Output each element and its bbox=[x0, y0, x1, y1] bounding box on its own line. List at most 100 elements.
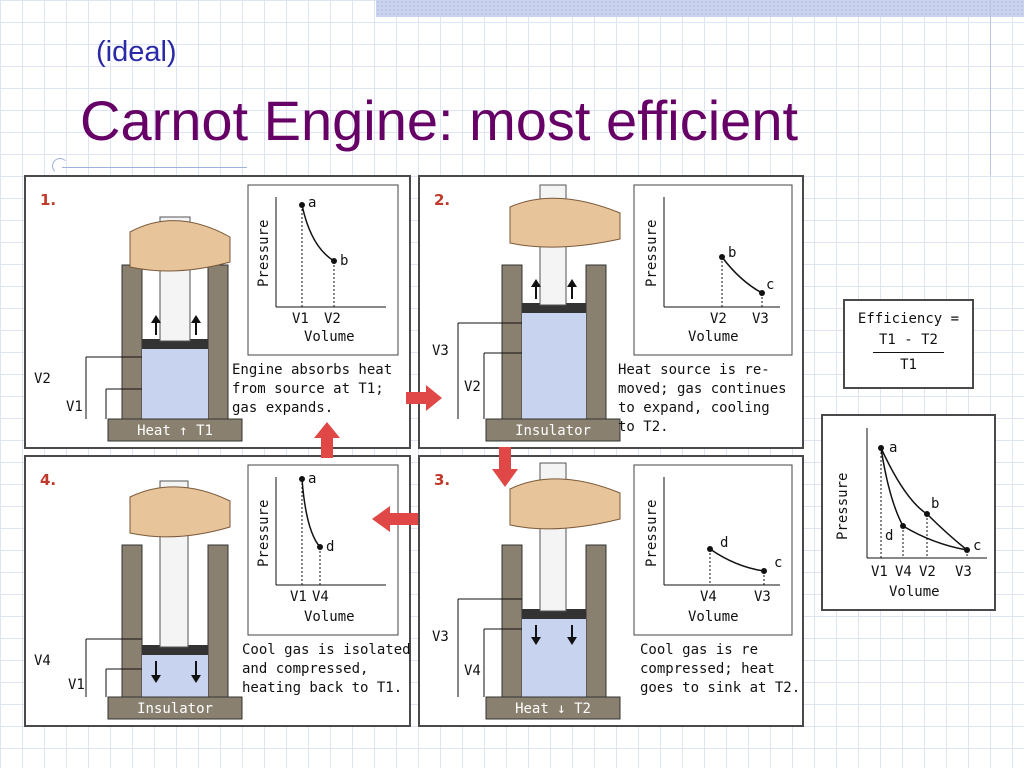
tick-label: V4 bbox=[312, 589, 329, 605]
pv-graph-frame bbox=[633, 464, 793, 636]
x-axis-label: Volume bbox=[304, 609, 355, 625]
efficiency-label: Efficiency = bbox=[857, 311, 960, 327]
cylinder-wall-right bbox=[207, 264, 229, 428]
y-axis-label: Pressure bbox=[256, 220, 272, 287]
cylinder-wall-right bbox=[585, 264, 607, 428]
piston bbox=[522, 303, 586, 313]
x-axis-label: Volume bbox=[688, 609, 739, 625]
top-decorative-band bbox=[376, 0, 1024, 17]
step-description: Engine absorbs heat from source at T1; g… bbox=[232, 362, 393, 416]
tick-label: V2 bbox=[710, 311, 727, 327]
point-d-label: d bbox=[326, 539, 334, 555]
panel-step-4: 4. Insulator V4 V1 a d V1 V4 Volume Pres… bbox=[24, 455, 411, 727]
cylinder-wall-left bbox=[501, 264, 523, 428]
hand-icon bbox=[509, 197, 621, 248]
insulator-base bbox=[107, 696, 243, 720]
cycle-arrow-left bbox=[372, 506, 418, 532]
efficiency-denominator: T1 bbox=[900, 357, 917, 373]
y-axis-label: Pressure bbox=[644, 220, 660, 287]
tick-label: V3 bbox=[752, 311, 769, 327]
gas-volume bbox=[522, 311, 586, 421]
panel-1-illustration: 1. Heat ↑ T1 V2 V1 a b V1 V2 Volume Pres… bbox=[34, 184, 399, 442]
hand-icon bbox=[129, 486, 231, 538]
heat-source-base bbox=[107, 418, 243, 442]
tick-label: V1 bbox=[871, 564, 888, 580]
point-a-label: a bbox=[889, 440, 897, 456]
piston bbox=[522, 609, 586, 619]
panel-step-3: 3. Heat ↓ T2 V3 V4 d c V4 V3 Volume Pres… bbox=[418, 455, 804, 727]
point-b-label: b bbox=[728, 245, 736, 261]
x-axis-label: Volume bbox=[304, 329, 355, 345]
tick-label: V4 bbox=[895, 564, 912, 580]
step-description: Heat source is re- moved; gas continues … bbox=[618, 362, 787, 435]
hot-isotherm-curve bbox=[880, 447, 928, 515]
base-label: Insulator bbox=[137, 701, 213, 717]
adiabat-curve bbox=[721, 256, 763, 294]
point-d-label: d bbox=[720, 535, 728, 551]
point-a-label: a bbox=[308, 195, 316, 211]
point-c-label: c bbox=[973, 538, 981, 554]
height-label-lower: V1 bbox=[68, 677, 85, 693]
panel-step-1: 1. Heat ↑ T1 V2 V1 a b V1 V2 Volume Pres… bbox=[24, 175, 411, 449]
gas-volume bbox=[142, 347, 208, 419]
hand-icon bbox=[129, 220, 231, 272]
gas-volume bbox=[522, 617, 586, 697]
tick-label: V1 bbox=[290, 589, 307, 605]
expansion-adiabat-curve bbox=[926, 513, 968, 551]
tick-label: V1 bbox=[292, 311, 309, 327]
cylinder-wall-left bbox=[121, 544, 143, 706]
cylinder-wall-right bbox=[207, 544, 229, 706]
base-label: Insulator bbox=[515, 423, 591, 439]
step-number: 2. bbox=[434, 191, 450, 209]
title-underline bbox=[62, 167, 247, 168]
pv-graph-frame bbox=[247, 184, 399, 356]
tick-label: V2 bbox=[324, 311, 341, 327]
panel-3-illustration: 3. Heat ↓ T2 V3 V4 d c V4 V3 Volume Pres… bbox=[432, 462, 793, 720]
isotherm-curve bbox=[301, 478, 321, 548]
cylinder-wall-right bbox=[585, 544, 607, 706]
height-label-upper: V2 bbox=[34, 371, 51, 387]
point-b-label: b bbox=[931, 496, 939, 512]
step-number: 1. bbox=[40, 191, 56, 209]
step-description: Cool gas is re compressed; heat goes to … bbox=[640, 642, 801, 696]
tick-label: V3 bbox=[955, 564, 972, 580]
step-number: 3. bbox=[434, 471, 450, 489]
tick-label: V3 bbox=[754, 589, 771, 605]
height-label-lower: V4 bbox=[464, 663, 481, 679]
step-description: Cool gas is isolated and compressed, hea… bbox=[242, 642, 411, 696]
cylinder-wall-left bbox=[501, 544, 523, 706]
point-a-label: a bbox=[308, 471, 316, 487]
height-label-lower: V1 bbox=[66, 399, 83, 415]
piston bbox=[142, 339, 208, 349]
cycle-arrow-down bbox=[492, 447, 518, 487]
step-number: 4. bbox=[40, 471, 56, 489]
height-label-upper: V3 bbox=[432, 343, 449, 359]
height-label-lower: V2 bbox=[464, 379, 481, 395]
point-d-label: d bbox=[885, 528, 893, 544]
compression-adiabat-curve bbox=[880, 447, 904, 527]
cold-isotherm-curve bbox=[902, 525, 968, 551]
hand-icon bbox=[509, 478, 621, 530]
tick-label: V4 bbox=[700, 589, 717, 605]
fraction-bar bbox=[873, 352, 944, 353]
carnot-cycle-graph: a b c d V1 V4 V2 V3 Volume Pressure bbox=[835, 428, 987, 600]
piston bbox=[142, 645, 208, 655]
panel-2-illustration: 2. Insulator V3 V2 b c V2 V3 Volume Pres… bbox=[432, 184, 793, 442]
base-label: Heat ↓ T2 bbox=[515, 701, 591, 717]
panel-step-2: 2. Insulator V3 V2 b c V2 V3 Volume Pres… bbox=[418, 175, 804, 449]
point-b-label: b bbox=[340, 253, 348, 269]
cycle-arrow-right bbox=[406, 385, 442, 411]
carnot-cycle-graph-box: a b c d V1 V4 V2 V3 Volume Pressure bbox=[821, 414, 996, 611]
heat-sink-base bbox=[485, 696, 621, 720]
cycle-arrow-up bbox=[314, 422, 340, 458]
right-decorative-rule bbox=[990, 0, 991, 175]
adiabat-curve bbox=[709, 548, 765, 572]
y-axis-label: Pressure bbox=[835, 473, 851, 540]
insulator-base bbox=[485, 418, 621, 442]
base-label: Heat ↑ T1 bbox=[137, 423, 213, 439]
cylinder-wall-left bbox=[121, 264, 143, 428]
slide-subtitle: (ideal) bbox=[96, 36, 177, 68]
efficiency-formula-box: Efficiency = T1 - T2 T1 bbox=[843, 299, 974, 389]
panel-4-illustration: 4. Insulator V4 V1 a d V1 V4 Volume Pres… bbox=[34, 464, 399, 720]
isotherm-curve bbox=[301, 204, 335, 262]
